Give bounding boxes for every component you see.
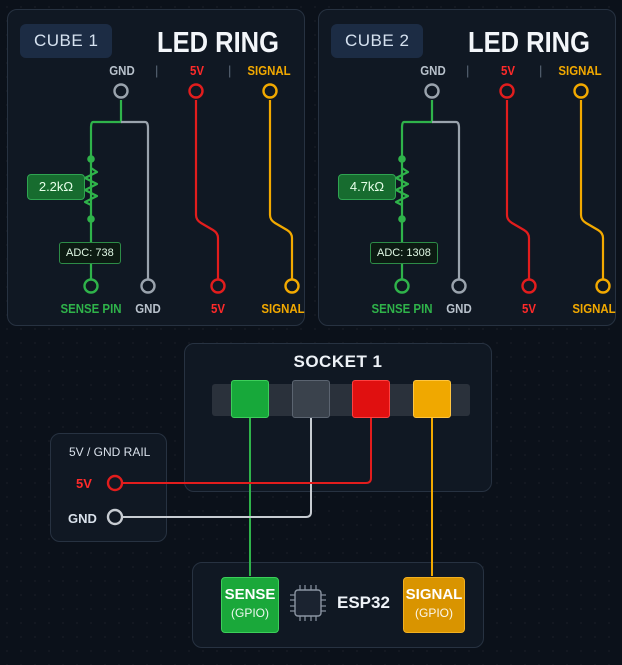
sense-gpio-label: SENSE [224,586,276,603]
esp32-panel: SENSE (GPIO) ESP32 SIGNAL (GPIO) [192,562,484,648]
rail-title: 5V / GND RAIL [69,445,151,459]
esp32-title: ESP32 [337,593,390,612]
cube-1-badge: CUBE 1 [20,24,113,58]
cube-2-top-gnd-label: GND [420,63,446,78]
sense-gpio-pin[interactable]: SENSE (GPIO) [221,577,279,633]
socket-pin-sense[interactable] [231,380,269,418]
cube-1-top-signal-label: SIGNAL [247,63,291,78]
cube-1-top-gnd-label: GND [109,63,135,78]
cube-2-separator-2: | [539,63,543,78]
cube-1-title: LED RING [157,27,279,59]
cube-2-wiring [394,83,611,294]
socket-pin-signal[interactable] [413,380,451,418]
signal-gpio-pin[interactable]: SIGNAL (GPIO) [403,577,465,633]
cube-1-resistor-label: 2.2kΩ [27,174,85,200]
cube-2-badge: CUBE 2 [331,24,424,58]
chip-icon [290,585,326,621]
cube-1-bottom-gnd-label: GND [135,301,161,316]
cube-2-bottom-signal-label: SIGNAL [572,301,616,316]
sense-gpio-sublabel: (GPIO) [231,606,269,620]
cube-1-separator-1: | [155,63,159,78]
socket-pin-5v[interactable] [352,380,390,418]
cube-1-separator-2: | [228,63,232,78]
cube-2-top-5v-label: 5V [501,63,515,78]
cube-1-sense-pin-label: SENSE PIN [60,301,122,316]
rail-gnd-label: GND [68,511,97,526]
cube-2-panel: CUBE 2 LED RING GND | 5V | SIGNAL 4.7kΩ … [318,9,616,326]
signal-gpio-label: SIGNAL [405,586,463,603]
socket-pin-gnd[interactable] [292,380,330,418]
cube-2-top-signal-label: SIGNAL [558,63,602,78]
cube-2-title: LED RING [468,27,590,59]
cube-1-bottom-signal-label: SIGNAL [261,301,305,316]
rail-5v-label: 5V [76,476,92,491]
cube-1-adc-readout: ADC: 738 [59,242,121,264]
cube-2-bottom-gnd-label: GND [446,301,472,316]
cube-2-resistor-label: 4.7kΩ [338,174,396,200]
cube-2-bottom-5v-label: 5V [522,301,536,316]
cube-2-separator-1: | [466,63,470,78]
cube-1-wiring [83,83,300,294]
cube-2-sense-pin-label: SENSE PIN [371,301,433,316]
cube-1-panel: CUBE 1 LED RING GND | 5V | SIGNAL 2.2kΩ … [7,9,305,326]
cube-1-top-5v-label: 5V [190,63,204,78]
socket-title: SOCKET 1 [293,352,383,371]
signal-gpio-sublabel: (GPIO) [415,606,453,620]
cube-1-bottom-5v-label: 5V [211,301,225,316]
cube-2-adc-readout: ADC: 1308 [370,242,438,264]
